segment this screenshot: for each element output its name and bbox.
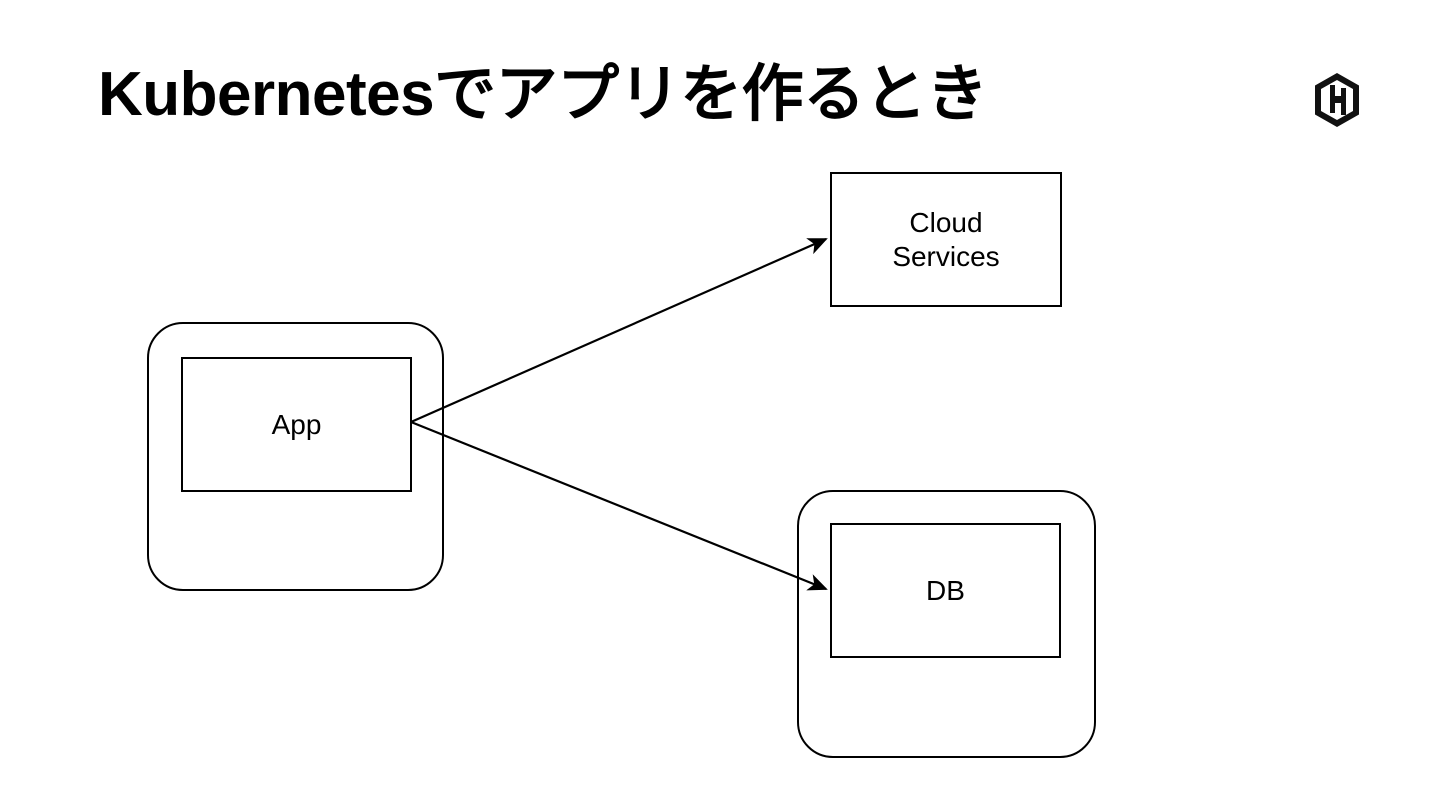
pod-group-db[interactable]: Pod xyxy=(797,490,1096,758)
container-box-app[interactable]: App xyxy=(181,357,412,492)
container-label-app: App xyxy=(271,408,322,440)
edge-app-to-cloud xyxy=(410,237,828,424)
container-label-db: DB xyxy=(926,574,965,606)
pod-group-app[interactable]: Pod xyxy=(147,322,444,591)
hashicorp-logo xyxy=(1310,70,1364,130)
container-box-db[interactable]: DB xyxy=(830,523,1061,658)
edge-app-to-db xyxy=(410,420,828,591)
cloud-services-label: Cloud Services xyxy=(892,206,1000,272)
cloud-services-box[interactable]: Cloud Services xyxy=(830,172,1062,307)
page-title: Kubernetesでアプリを作るとき xyxy=(98,60,988,129)
